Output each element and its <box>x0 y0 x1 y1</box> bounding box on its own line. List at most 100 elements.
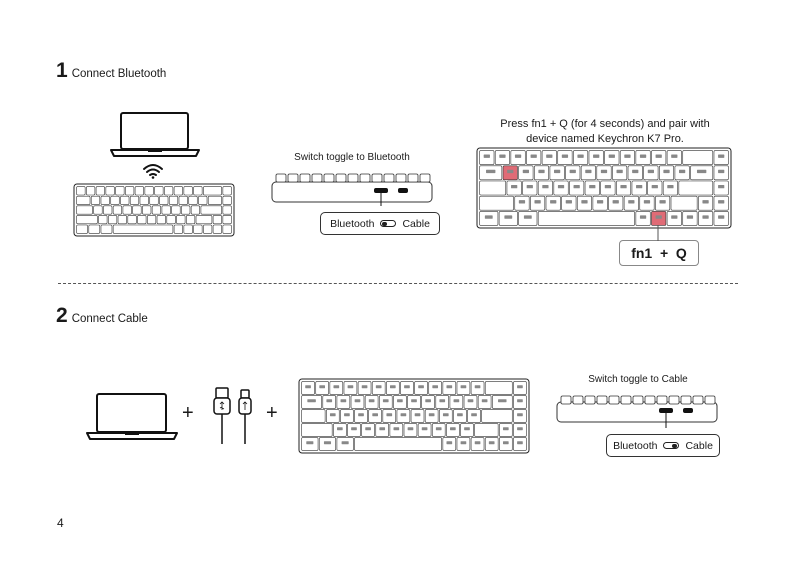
keycap-legend <box>418 385 424 388</box>
keycap <box>101 196 110 204</box>
keycap-legend <box>326 399 332 402</box>
keycap-legend <box>517 385 523 388</box>
keycap <box>194 187 203 195</box>
combo-pointer-line <box>656 225 660 241</box>
keycap-side <box>597 396 607 404</box>
keycap <box>485 382 512 395</box>
keycap <box>113 206 122 214</box>
keycap-legend <box>644 200 650 203</box>
keycap-side <box>693 396 703 404</box>
keycap <box>77 187 86 195</box>
keycap-legend <box>330 413 336 416</box>
keycap-legend <box>341 399 347 402</box>
keycap <box>128 215 137 223</box>
keycap-side <box>609 396 619 404</box>
keycap-legend <box>527 185 533 188</box>
keycap-legend <box>640 155 646 158</box>
keycap-legend <box>601 170 607 173</box>
keycap-legend <box>517 413 523 416</box>
keycap <box>89 225 100 233</box>
keycap <box>482 410 513 423</box>
step-2-header: 2 Connect Cable <box>56 305 148 326</box>
keycap-legend <box>671 155 677 158</box>
keycap-legend <box>718 155 724 158</box>
section-divider <box>58 283 738 284</box>
keycap-legend <box>425 399 431 402</box>
keycap <box>167 215 176 223</box>
keycap-legend <box>519 200 525 203</box>
keycap-legend <box>515 155 521 158</box>
keycap <box>538 211 634 225</box>
keyboard-small-step1 <box>73 183 235 237</box>
keycap-legend <box>404 385 410 388</box>
keycap-side <box>288 174 298 182</box>
keycap-legend <box>628 200 634 203</box>
keycap-legend <box>679 170 685 173</box>
keycap <box>184 187 193 195</box>
keycap-side <box>657 396 667 404</box>
keycap-legend <box>408 427 414 430</box>
plus-sign-2: + <box>266 402 278 425</box>
keycap <box>133 206 142 214</box>
keycap-legend <box>306 441 313 444</box>
keycap <box>103 206 112 214</box>
keycap-legend <box>351 427 357 430</box>
keycap-legend <box>482 399 488 402</box>
keycap-side <box>633 396 643 404</box>
keycap-legend <box>415 413 421 416</box>
keycap-legend <box>498 399 506 402</box>
keycap-legend <box>542 185 548 188</box>
keycap-legend <box>554 170 560 173</box>
bluetooth-cable-toggle-step2: Bluetooth Cable <box>606 434 720 457</box>
keycap-legend <box>324 441 331 444</box>
keycap-legend <box>386 413 392 416</box>
keycap-side <box>276 174 286 182</box>
keycap-side <box>312 174 322 182</box>
keycap-side <box>681 396 691 404</box>
keycap-legend <box>517 427 523 430</box>
keycap-legend <box>461 385 467 388</box>
keycap-side <box>705 396 715 404</box>
keycap <box>177 215 186 223</box>
keycap-legend <box>446 385 452 388</box>
keycap-legend <box>624 155 630 158</box>
keycap-legend <box>461 441 467 444</box>
keycap-legend <box>648 170 654 173</box>
keycap-legend <box>365 427 371 430</box>
keycap-legend <box>499 155 505 158</box>
keycap <box>116 187 125 195</box>
keycap-legend <box>503 427 509 430</box>
keycap-legend <box>566 200 572 203</box>
keycap <box>198 196 207 204</box>
keycap <box>152 206 161 214</box>
keycap-legend <box>718 170 724 173</box>
pair-caption-line1: Press fn1 + Q (for 4 seconds) and pair w… <box>470 117 740 132</box>
keycap-legend <box>687 215 693 218</box>
keycap <box>159 196 168 204</box>
keycap-side <box>384 174 394 182</box>
keycap <box>150 196 159 204</box>
keycap <box>181 206 190 214</box>
keycap <box>189 196 198 204</box>
keycap-legend <box>570 170 576 173</box>
keycap-legend <box>394 427 400 430</box>
keycap <box>480 181 506 195</box>
keycap-legend <box>383 399 389 402</box>
keycap <box>179 196 188 204</box>
keycap-side <box>348 174 358 182</box>
keycap <box>145 187 154 195</box>
keycap <box>184 225 193 233</box>
keycap-legend <box>439 399 445 402</box>
keycap-legend <box>422 427 428 430</box>
keycap-legend <box>702 200 708 203</box>
switch-cable-caption: Switch toggle to Cable <box>558 373 718 386</box>
keycap-legend <box>517 441 523 444</box>
keycap <box>223 196 232 204</box>
switch-bluetooth-caption: Switch toggle to Bluetooth <box>272 151 432 164</box>
keycap-legend <box>450 427 456 430</box>
keycap-legend <box>372 413 378 416</box>
keycap <box>191 206 200 214</box>
keycap <box>169 196 178 204</box>
keycap <box>77 196 90 204</box>
keycap-legend <box>358 413 364 416</box>
